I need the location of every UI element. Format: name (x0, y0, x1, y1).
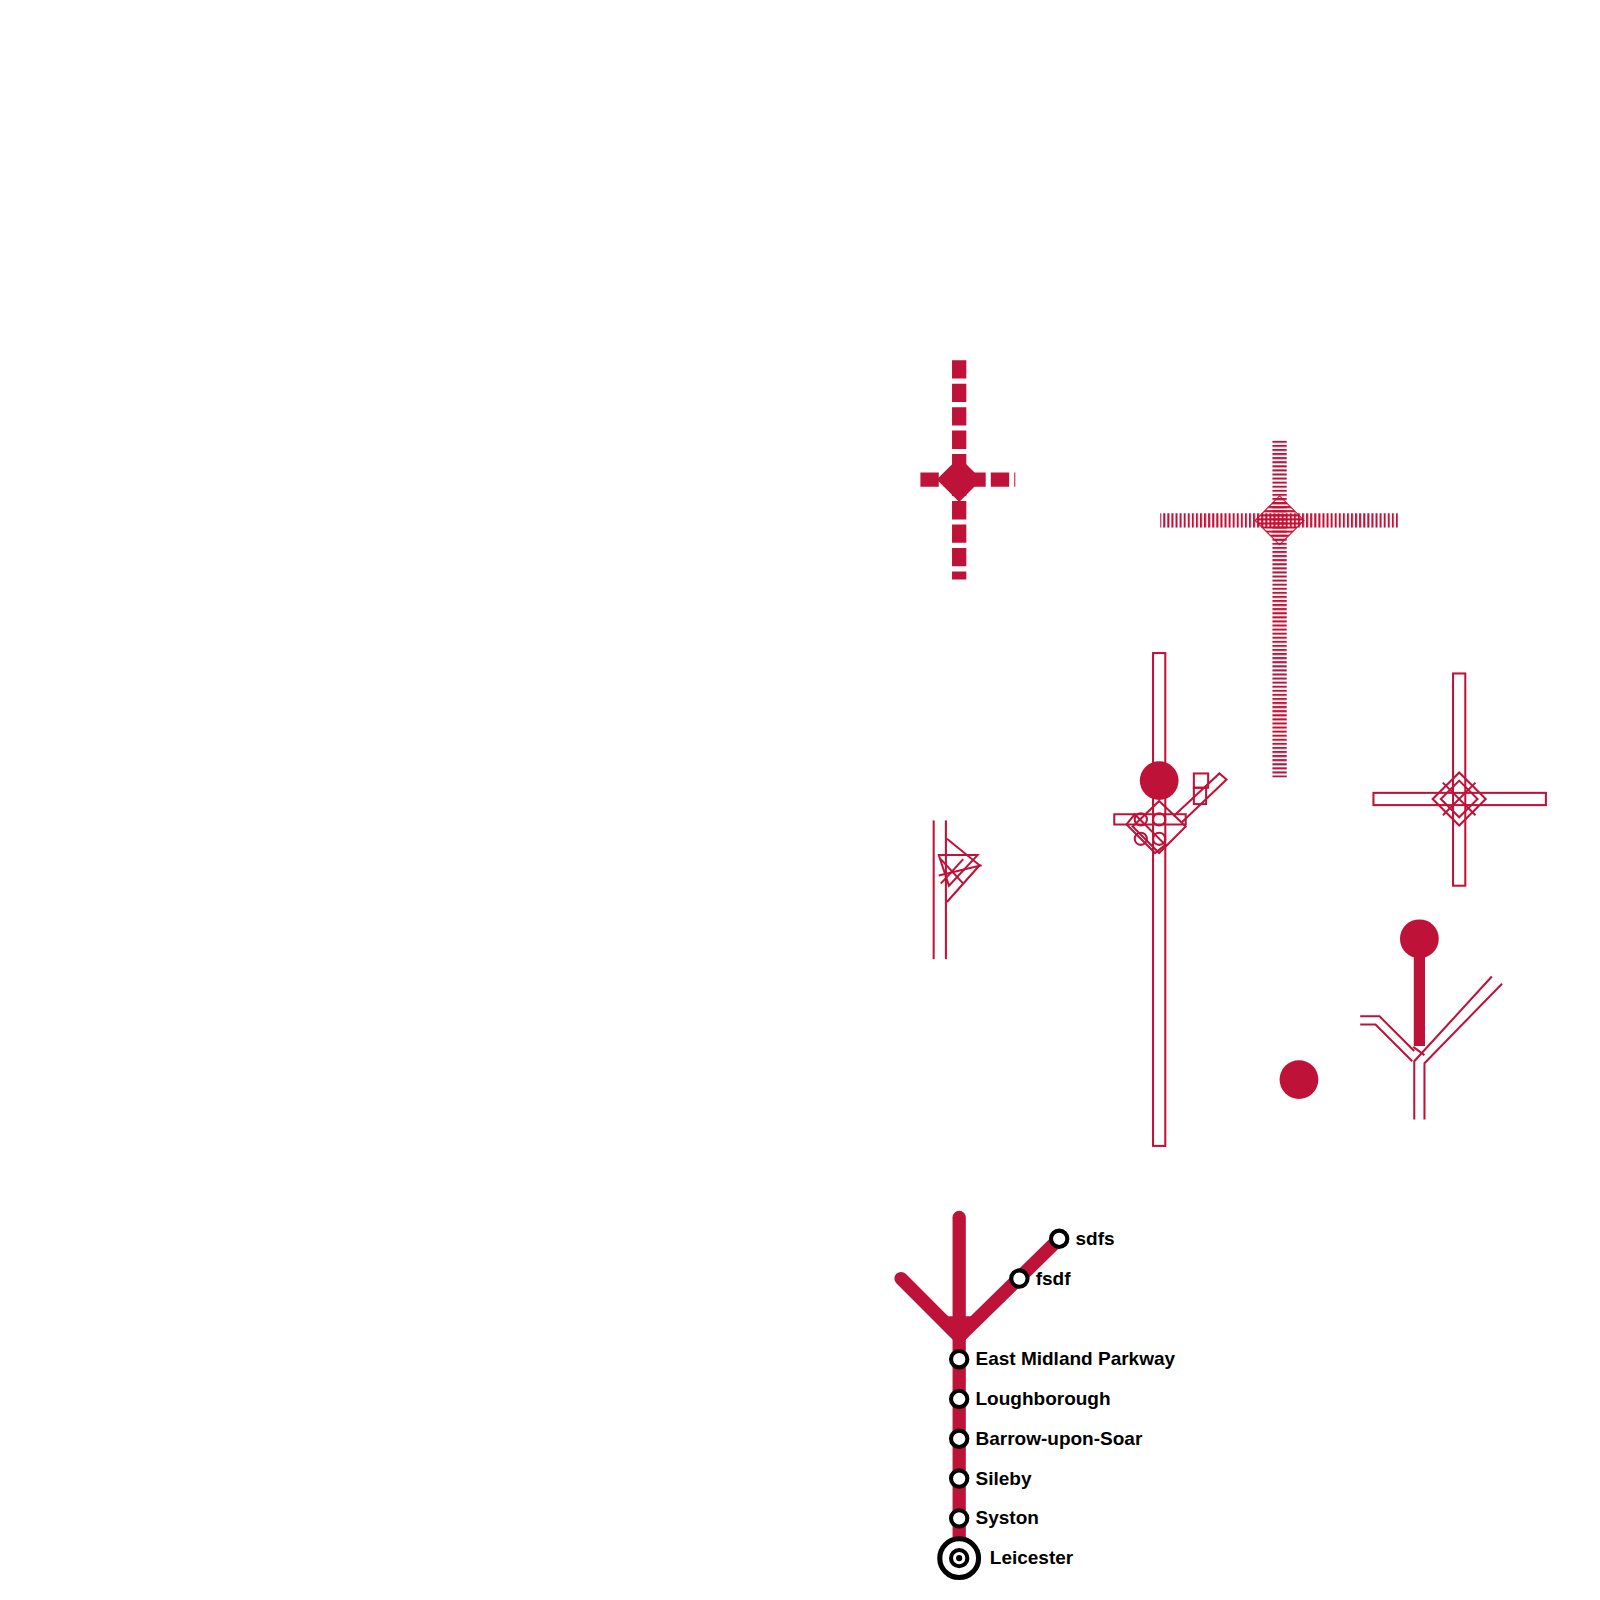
station-label: Syston (976, 1508, 1039, 1529)
station-label: Loughborough (976, 1389, 1111, 1410)
terminus-dot (1280, 1060, 1319, 1099)
station-label: sdfs (1076, 1228, 1115, 1249)
station-label: Leicester (990, 1548, 1073, 1569)
dashed-cross-symbol (920, 360, 1015, 579)
railway-line (901, 1217, 1059, 1546)
station-label: East Midland Parkway (976, 1349, 1176, 1370)
outlined-cross-symbol (1373, 673, 1545, 885)
station-label: fsdf (1036, 1268, 1071, 1289)
outlined-line-symbol (1114, 653, 1226, 1146)
hatched-cross-symbol (1160, 440, 1398, 778)
station-label: Sileby (976, 1468, 1032, 1489)
station-label: Barrow-upon-Soar (976, 1428, 1143, 1449)
small-branch-symbol (934, 820, 982, 959)
outlined-fork-symbol (1360, 919, 1502, 1119)
